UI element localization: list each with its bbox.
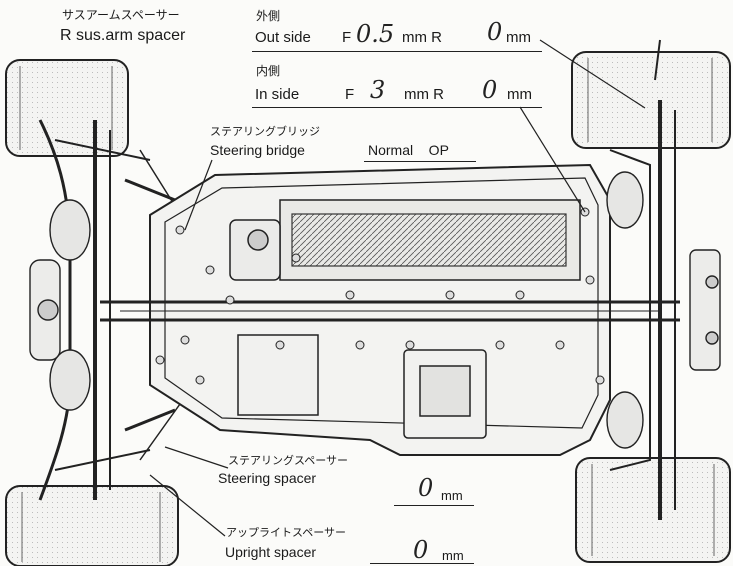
outside-underline <box>252 51 542 52</box>
inside-f-value: 3 <box>370 76 386 104</box>
inside-f-prefix: F <box>345 86 355 103</box>
outside-unit: mm <box>506 29 531 46</box>
steering-spacer-value: 0 <box>418 474 434 502</box>
outside-f-prefix: F <box>342 29 352 46</box>
outside-label: Out side <box>255 29 311 46</box>
bolts <box>155 207 605 385</box>
front-left-tire <box>571 51 731 149</box>
rear-right-tire <box>5 485 179 566</box>
center-shaft <box>100 300 680 322</box>
outside-r-value: 0 <box>487 18 503 46</box>
rear-left-tire <box>5 59 129 157</box>
rear-suspension <box>29 119 191 501</box>
electronics <box>229 219 487 439</box>
inside-r-value: 0 <box>482 76 498 104</box>
upright-spacer-unit: mm <box>442 548 464 563</box>
inside-unit: mm <box>507 86 532 103</box>
steering-bridge-options: Normal OP <box>368 142 449 158</box>
upright-spacer-en: Upright spacer <box>225 544 317 560</box>
upright-spacer-jp: アップライトスペーサー <box>226 526 347 539</box>
upright-spacer-underline <box>370 563 474 564</box>
steering-spacer-en: Steering spacer <box>218 470 317 486</box>
steering-bridge-jp: ステアリングブリッジ <box>210 125 320 138</box>
upright-spacer-value: 0 <box>413 536 429 564</box>
battery-pack <box>279 199 581 281</box>
leader-lines <box>149 39 646 537</box>
steering-spacer-unit: mm <box>441 488 463 503</box>
steering-bridge-en: Steering bridge <box>210 142 305 158</box>
inside-label: In side <box>255 86 300 103</box>
inside-underline <box>252 107 542 108</box>
inside-jp-label: 内側 <box>256 64 281 78</box>
front-suspension <box>606 39 721 520</box>
outside-f-value: 0.5 <box>356 20 395 48</box>
steering-spacer-jp: ステアリングスペーサー <box>228 454 349 467</box>
r-spacer-title-en: R sus.arm spacer <box>60 27 186 44</box>
inside-mm-r: mm R <box>404 86 444 103</box>
steering-bridge-underline <box>364 161 476 162</box>
front-right-tire <box>575 457 731 563</box>
steering-spacer-underline <box>394 505 474 506</box>
r-spacer-title-jp: サスアームスペーサー <box>62 8 180 22</box>
outside-mm-r: mm R <box>402 29 442 46</box>
outside-jp-label: 外側 <box>256 9 281 23</box>
